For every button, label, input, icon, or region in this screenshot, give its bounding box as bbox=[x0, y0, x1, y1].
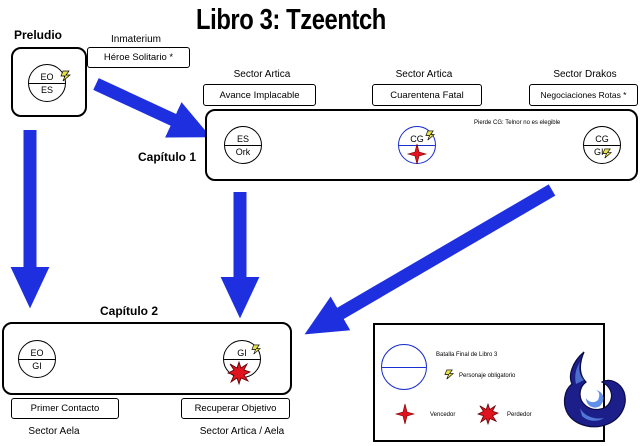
node-cap1-center-top: CG bbox=[410, 134, 424, 144]
arrow-drakos-to-cap2 bbox=[304, 184, 556, 335]
location-sector-drakos: Sector Drakos bbox=[553, 69, 617, 80]
legend-vencedor: Vencedor bbox=[430, 412, 456, 418]
arrow-preludio-to-cap1 bbox=[93, 78, 212, 138]
node-cap2-left[interactable]: EO GI bbox=[18, 340, 56, 378]
red-burst-icon bbox=[226, 360, 252, 386]
node-preludio-bottom: ES bbox=[29, 83, 65, 101]
legend-battle-node-top bbox=[382, 345, 426, 367]
node-cap2-left-bottom: GI bbox=[19, 359, 55, 377]
red-burst-icon bbox=[477, 402, 499, 426]
section-preludio: Preludio bbox=[14, 28, 63, 42]
lightning-figure-icon bbox=[251, 344, 262, 355]
location-sector-artica-2: Sector Artica bbox=[395, 69, 453, 80]
lightning-figure-icon bbox=[425, 130, 436, 141]
legend-batalla-final: Batalla Final de Libro 3 bbox=[436, 352, 498, 358]
node-cap2-left-top: EO bbox=[30, 348, 44, 358]
mission-primer-contacto[interactable]: Primer Contacto bbox=[11, 398, 119, 419]
section-capitulo-1: Capítulo 1 bbox=[138, 150, 197, 164]
four-point-star-icon bbox=[406, 143, 428, 165]
mission-negociaciones-rotas[interactable]: Negociaciones Rotas * bbox=[529, 84, 638, 106]
location-inmaterium: Inmaterium bbox=[110, 34, 161, 45]
node-cap1-right-top: CG bbox=[595, 134, 609, 144]
node-cap2-right-top: GI bbox=[237, 348, 247, 358]
mission-heroe-solitario[interactable]: Héroe Solitario * bbox=[87, 47, 190, 68]
mission-avance-implacable[interactable]: Avance Implacable bbox=[203, 84, 316, 106]
location-sector-artica-1: Sector Artica bbox=[233, 69, 291, 80]
four-point-star-icon bbox=[394, 403, 416, 425]
section-capitulo-2: Capítulo 2 bbox=[100, 304, 159, 318]
location-sector-artica-aela: Sector Artica / Aela bbox=[199, 426, 285, 437]
legend-battle-node-icon bbox=[381, 344, 427, 390]
lightning-figure-icon bbox=[60, 70, 71, 82]
note-pierde-cg: Pierde CG: Telnor no es elegible bbox=[474, 120, 561, 126]
node-cap1-right-bottom: GI bbox=[584, 145, 620, 163]
node-preludio-top: EO bbox=[40, 72, 54, 82]
node-cap2-right-bottom bbox=[224, 359, 260, 377]
lightning-figure-icon bbox=[602, 148, 613, 159]
node-cap1-left-bottom: Ork bbox=[225, 145, 261, 163]
node-cap1-right[interactable]: CG GI bbox=[583, 126, 621, 164]
legend-perdedor: Perdedor bbox=[507, 412, 532, 418]
tzeentch-flame-icon bbox=[563, 351, 626, 428]
node-preludio[interactable]: EO ES bbox=[28, 64, 66, 102]
page-title: Libro 3: Tzeentch bbox=[196, 4, 386, 36]
mission-cuarentena-fatal[interactable]: Cuarentena Fatal bbox=[372, 84, 482, 106]
mission-recuperar-objetivo[interactable]: Recuperar Objetivo bbox=[181, 398, 290, 419]
legend-battle-node-bottom bbox=[382, 367, 426, 389]
legend-personaje: Personaje obligatorio bbox=[459, 373, 516, 379]
node-cap1-left[interactable]: ES Ork bbox=[224, 126, 262, 164]
location-sector-aela: Sector Aela bbox=[28, 426, 80, 437]
node-cap1-left-top: ES bbox=[236, 134, 249, 144]
lightning-figure-icon bbox=[444, 369, 455, 380]
